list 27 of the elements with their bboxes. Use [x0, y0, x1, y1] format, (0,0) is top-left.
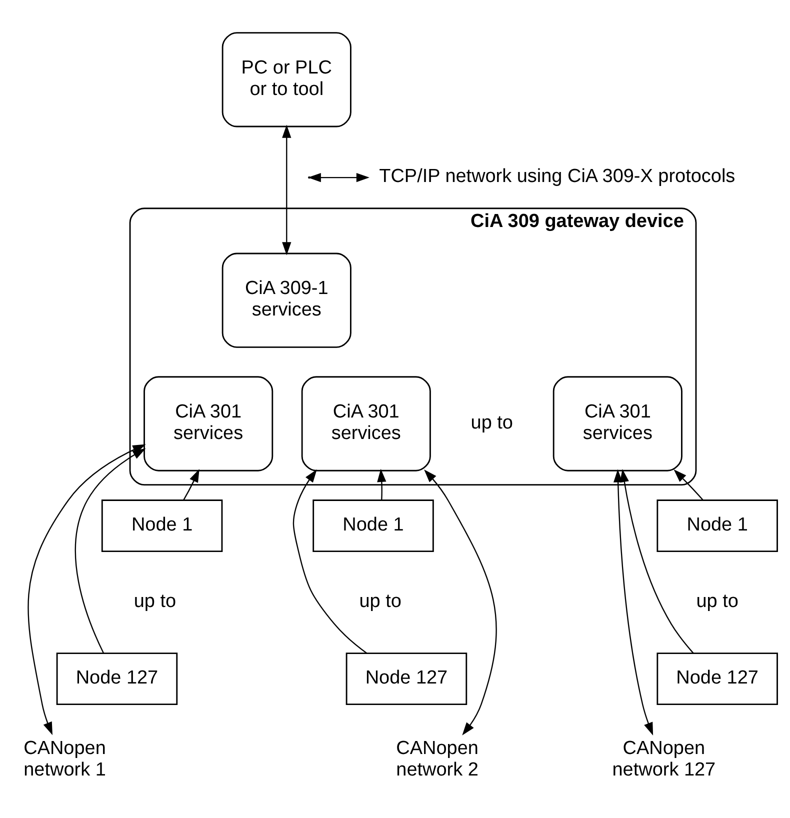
arrow [619, 468, 694, 654]
arrow [612, 468, 653, 736]
arrow [673, 468, 703, 500]
node-box: CiA 309-1 services [221, 252, 351, 348]
node-text: CANopen network 1 [23, 737, 106, 780]
node-box: CiA 301 services [552, 376, 682, 471]
label: up to [470, 412, 513, 433]
node-text: CANopen network 127 [612, 737, 716, 780]
node-box: Node 1 [100, 499, 222, 552]
node-text: TCP/IP network using CiA 309-X protocols [378, 166, 735, 187]
arrow [424, 469, 496, 735]
node-box: CiA 301 services [143, 376, 273, 471]
arrow [376, 468, 386, 500]
label: up to [133, 590, 176, 612]
label: up to [696, 590, 738, 612]
node-text: CANopen network 2 [396, 737, 478, 780]
arrow [282, 124, 291, 255]
node-box: CiA 301 services [300, 376, 430, 471]
node-box: Node 1 [312, 499, 434, 552]
arrow [182, 468, 199, 500]
node-box: PC or PLC or to tool [221, 32, 351, 127]
node-box: Node 127 [656, 652, 778, 705]
label: up to [358, 590, 401, 612]
node-box: Node 127 [56, 652, 178, 705]
node-box: Node 1 [656, 499, 778, 552]
node-box: Node 127 [345, 652, 467, 705]
arrow [292, 468, 367, 654]
